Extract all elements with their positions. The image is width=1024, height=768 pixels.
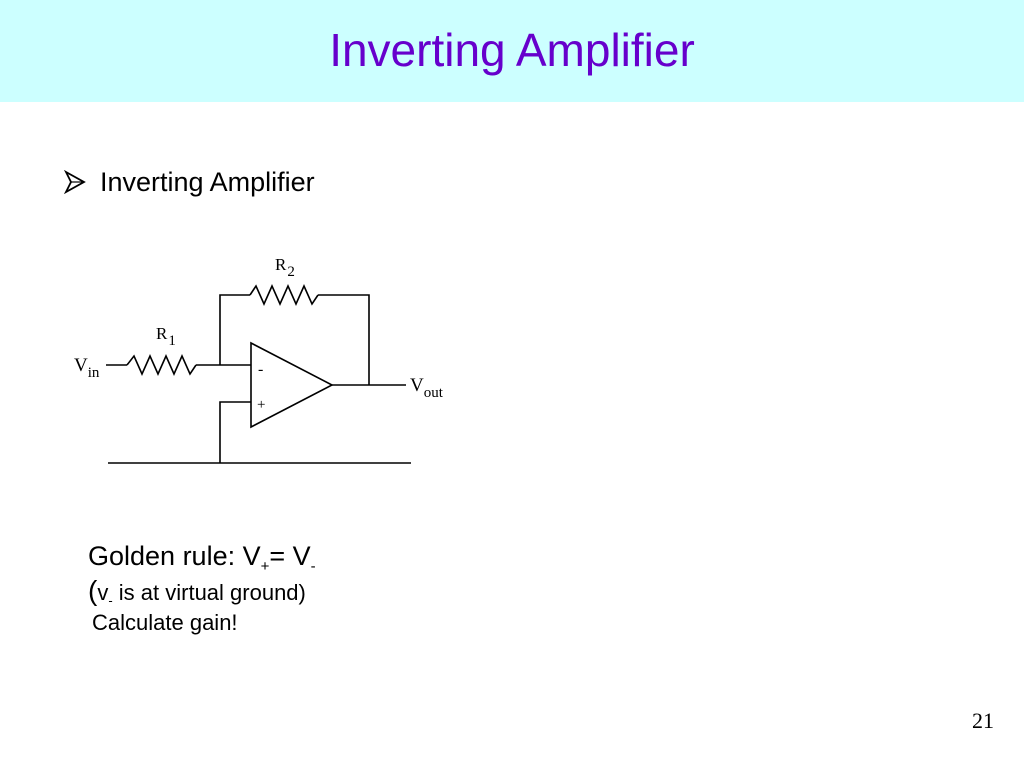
notes: Golden rule: V+= V- (v- is at virtual gr…	[88, 538, 316, 638]
title-band	[0, 0, 1024, 102]
op-amp-triangle	[250, 341, 334, 429]
golden-rule-line: Golden rule: V+= V-	[88, 541, 316, 575]
r1-label: R1	[156, 324, 176, 349]
slide-title: Inverting Amplifier	[329, 24, 695, 76]
plus-input-label: +	[257, 397, 265, 413]
calculate-gain-line: Calculate gain!	[92, 610, 238, 635]
r1-resistor	[126, 354, 197, 376]
arrowhead-bullet-icon	[63, 169, 86, 195]
feedback-right-wire	[318, 294, 370, 385]
r2-resistor	[249, 284, 319, 306]
vout-label: Vout	[410, 375, 444, 401]
inverting-amplifier-circuit-diagram: R2 R1 Vin Vout - +	[74, 255, 444, 464]
bullet-item: Inverting Amplifier	[63, 164, 315, 200]
feedback-left-wire	[219, 294, 250, 365]
plus-to-ground-wire	[219, 401, 251, 463]
virtual-ground-line: (v- is at virtual ground)	[88, 575, 306, 608]
minus-input-label: -	[258, 361, 263, 378]
vin-label: Vin	[74, 355, 100, 381]
r2-label: R2	[275, 255, 295, 280]
bullet-text: Inverting Amplifier	[100, 166, 315, 197]
page-number: 21	[972, 708, 994, 733]
